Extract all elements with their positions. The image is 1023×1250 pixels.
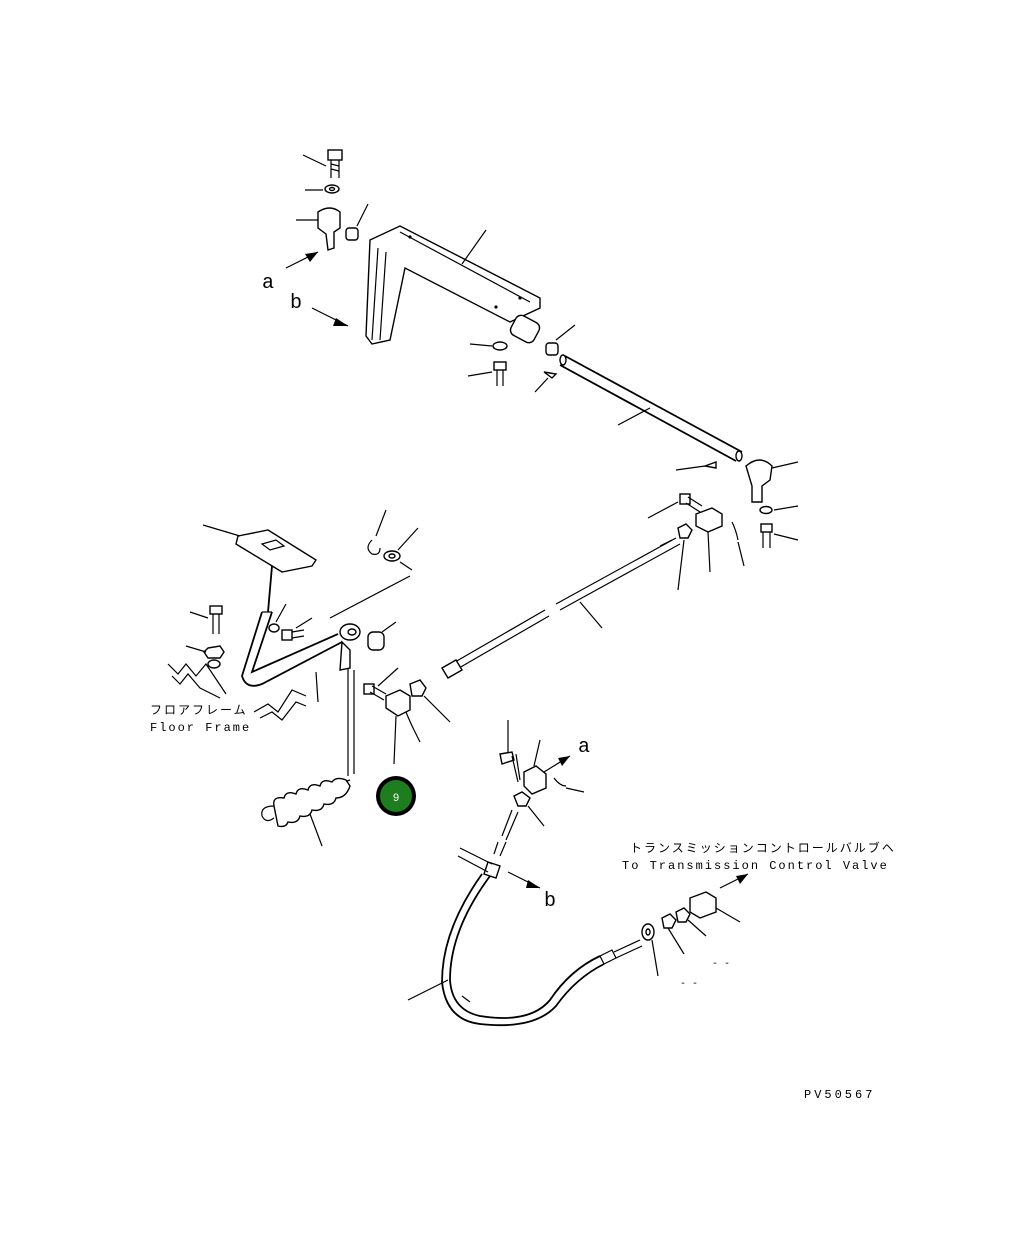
dash-mark-1: - - (712, 959, 730, 970)
floor-frame-label-jp: フロアフレーム (150, 703, 248, 717)
valve-nut (661, 913, 685, 955)
transmission-label-en: To Transmission Control Valve (622, 859, 889, 873)
key-pin (534, 371, 558, 393)
ref-arrow-b-top: b (290, 292, 349, 327)
lower-pin (363, 667, 399, 701)
ref-arrow-b-bottom: b (507, 871, 556, 913)
ref-arrow-a-top: a (262, 251, 319, 295)
upper-yoke-bolt (647, 493, 703, 519)
top-washer (305, 184, 340, 194)
lower-yoke (385, 689, 411, 765)
upper-cotter-pin (731, 521, 745, 567)
upper-yoke (695, 507, 723, 573)
shaft-bushing (545, 324, 576, 356)
ref-arrow-a-bottom: a (543, 736, 590, 773)
stopper-nut-left (185, 645, 225, 669)
valve-washer (641, 923, 659, 977)
return-spring (261, 668, 355, 847)
right-lever (745, 459, 799, 503)
ref-label-b-top: b (290, 292, 302, 315)
callout-bubble-text: 9 (393, 792, 399, 804)
callout-bubble[interactable]: 9 (376, 776, 416, 816)
upper-nut (677, 523, 693, 591)
valve-yoke (689, 891, 741, 923)
cross-shaft (559, 354, 743, 462)
right-washer-bolt (759, 505, 799, 548)
drawing-code: PV50567 (804, 1088, 875, 1102)
cable-cotter (553, 777, 585, 793)
stopper-bolt-left (189, 605, 223, 634)
top-clamp (296, 207, 341, 251)
lower-nut (409, 679, 451, 723)
pedal-bolt (268, 603, 313, 641)
pivot-washer (383, 527, 419, 571)
shaft-key (675, 461, 717, 471)
transmission-label-jp: トランスミッションコントロールバルブヘ (630, 840, 896, 855)
lower-cotter-pin (405, 711, 421, 743)
support-bracket (365, 225, 541, 345)
cable-yoke (523, 739, 547, 795)
transmission-arrow (719, 873, 749, 889)
cable-nut (513, 791, 545, 827)
valve-lock-nut (675, 907, 707, 937)
bracket-washer-bolt (467, 341, 508, 386)
top-bolt (302, 149, 343, 178)
ref-label-b-bottom: b (544, 890, 556, 913)
dash-mark-2: - - (680, 979, 698, 990)
pivot-bushing (367, 621, 397, 651)
cable-pin (499, 720, 521, 783)
connecting-rod (441, 537, 681, 679)
pedal-arm (241, 565, 343, 703)
ref-label-a-bottom: a (578, 736, 590, 759)
floor-frame-outline (167, 662, 307, 721)
floor-frame-label-en: Floor Frame (150, 721, 251, 735)
pedal-pad (202, 524, 317, 573)
control-cable (407, 809, 643, 1027)
top-bushing (345, 203, 369, 241)
pedal-pivot (329, 575, 411, 671)
snap-ring (367, 509, 387, 555)
ref-label-a-top: a (262, 272, 274, 295)
